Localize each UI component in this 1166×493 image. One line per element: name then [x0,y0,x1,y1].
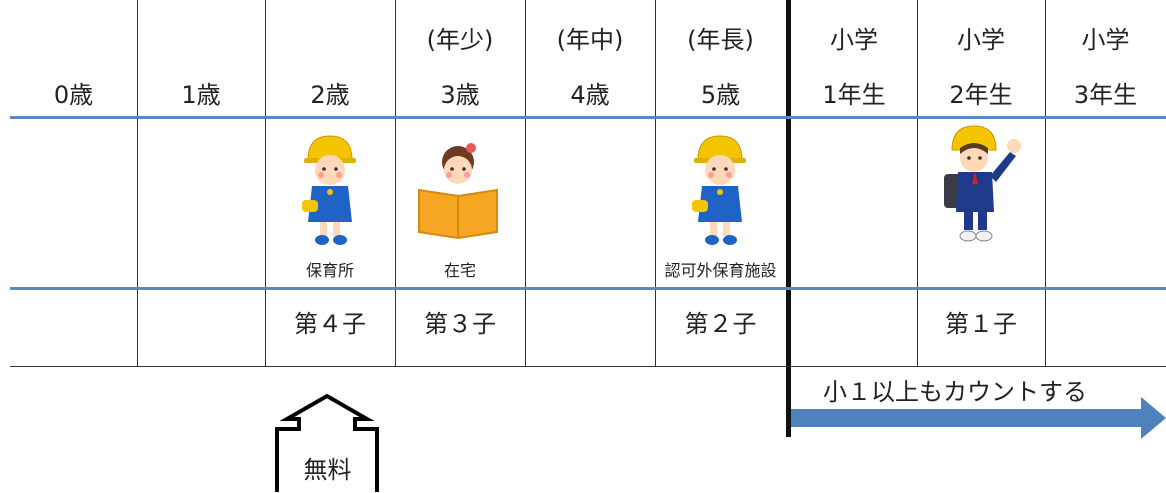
col-2-age: 2歳 [310,81,350,109]
col-8-grade: 3年生 [1073,81,1138,109]
col-7-grade: 2年生 [949,81,1013,109]
col-2-top [265,20,395,52]
col-0-top [10,20,137,52]
caption-nursery: 保育所 [305,261,354,280]
col-4-age: 4歳 [570,81,610,109]
child-second: 第２子 [684,310,757,338]
grid-line [137,0,138,367]
grid-line [265,0,266,367]
col-4-top: (年中) [556,26,624,54]
nursery-child-illustration [302,135,356,245]
col-6-top: 小学 [830,26,878,54]
home-child-illustration [418,143,498,240]
caption-home: 在宅 [443,261,476,280]
col-8-top: 小学 [1081,26,1130,54]
free-arrow-icon [275,393,379,492]
school-divider [786,0,791,437]
schoolboy-illustration [944,125,1021,242]
col-3-top: (年少) [426,26,494,54]
right-arrow-icon [791,397,1166,439]
col-1-age: 1歳 [181,81,221,109]
count-label: 小１以上もカウントする [823,378,1087,406]
col-7-top: 小学 [957,26,1005,54]
child-first: 第１子 [945,310,1017,338]
col-1-top [137,20,265,52]
grid-line [1045,0,1046,367]
grid-line [655,0,656,367]
grid-line [917,0,918,367]
free-label: 無料 [303,456,352,484]
header-separator [10,116,1166,119]
table-bottom-line [10,366,1166,367]
unlicensed-child-illustration [692,135,746,245]
col-5-age: 5歳 [700,81,741,109]
col-0-age: 0歳 [53,81,94,109]
grid-line [395,0,396,367]
caption-unlicensed: 認可外保育施設 [664,261,777,280]
col-5-top: (年長) [687,26,754,54]
row-separator [10,287,1166,290]
col-6-grade: 1年生 [822,81,886,109]
col-3-age: 3歳 [440,81,480,109]
child-third: 第３子 [424,310,496,338]
grid-line [525,0,526,367]
child-fourth: 第４子 [294,310,366,338]
